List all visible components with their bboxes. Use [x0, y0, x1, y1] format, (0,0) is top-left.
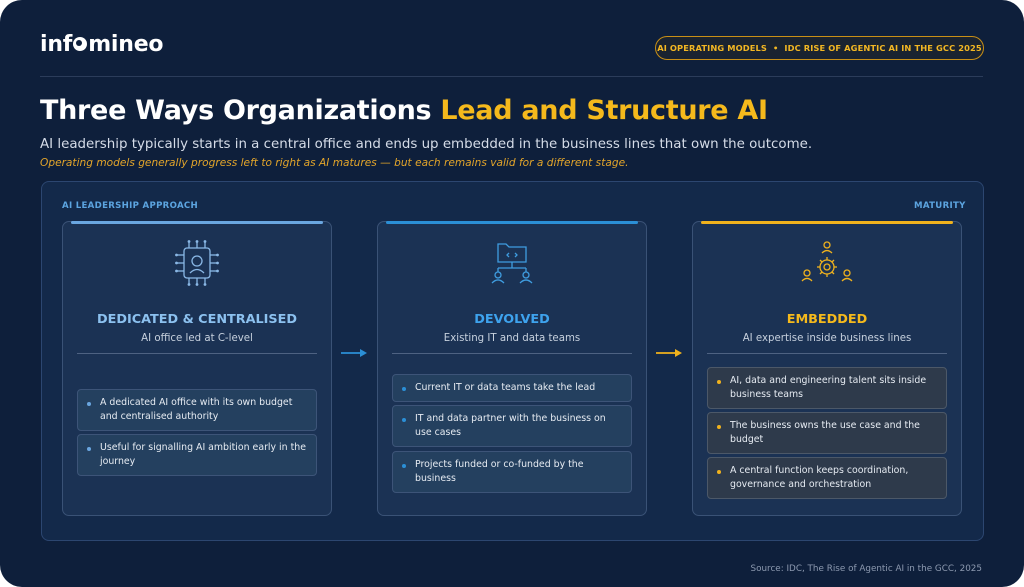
chip-person-icon — [175, 240, 219, 286]
bullet-icon — [87, 447, 91, 451]
card-list-item: Current IT or data teams take the lead — [392, 374, 632, 402]
maturity-label: MATURITY — [914, 201, 966, 211]
card-divider — [77, 353, 317, 354]
folder-network-icon — [491, 243, 533, 284]
card-accent-bar — [71, 221, 323, 224]
card-subtitle: Existing IT and data teams — [443, 333, 581, 344]
item-text: AI, data and engineering talent sits ins… — [730, 375, 927, 400]
arrow-right-icon — [341, 349, 367, 357]
card-list-item: AI, data and engineering talent sits ins… — [707, 367, 947, 409]
item-text: A central function keeps coordination, g… — [730, 465, 909, 490]
bullet-icon — [402, 387, 406, 391]
bullet-icon — [717, 425, 721, 429]
title-main: Three Ways Organizations — [40, 95, 441, 126]
card-list-item: Useful for signalling AI ambition early … — [77, 434, 317, 476]
card-list-item: IT and data partner with the business on… — [392, 405, 632, 447]
card-list-item: A central function keeps coordination, g… — [707, 457, 947, 499]
card-title: DEVOLVED — [474, 312, 550, 327]
logo-globe-icon — [73, 37, 88, 51]
bullet-icon — [402, 464, 406, 468]
item-text: Projects funded or co-funded by the busi… — [415, 459, 584, 484]
bullet-icon — [87, 402, 91, 406]
bullet-icon — [402, 418, 406, 422]
card-subtitle: AI expertise inside business lines — [742, 333, 912, 344]
item-text: Useful for signalling AI ambition early … — [100, 442, 306, 467]
gear-people-icon — [801, 241, 853, 282]
bullet-icon — [717, 380, 721, 384]
card-dedicated-centralised: DEDICATED & CENTRALISED AI office led at… — [62, 221, 332, 516]
leadership-approach-label: AI LEADERSHIP APPROACH — [62, 201, 199, 211]
header-divider — [40, 76, 983, 77]
card-embedded: EMBEDDED AI expertise inside business li… — [692, 221, 962, 516]
infomineo-logo: inf mineo — [40, 32, 164, 57]
card-divider — [707, 353, 947, 354]
page-subtitle: AI leadership typically starts in a cent… — [40, 137, 813, 152]
card-list-item: A dedicated AI office with its own budge… — [77, 389, 317, 431]
title-highlight: Lead and Structure AI — [440, 95, 768, 126]
card-title: DEDICATED & CENTRALISED — [96, 312, 298, 327]
badge-report: IDC RISE OF AGENTIC AI IN THE GCC 2025 — [784, 43, 982, 53]
card-title: EMBEDDED — [786, 312, 868, 327]
arrow-right-icon — [656, 349, 682, 357]
item-text: Current IT or data teams take the lead — [415, 382, 596, 393]
badge-separator: • — [772, 43, 779, 53]
item-text: A dedicated AI office with its own budge… — [100, 397, 293, 422]
report-badge: AI OPERATING MODELS • IDC RISE OF AGENTIC … — [655, 36, 984, 60]
card-accent-bar — [701, 221, 953, 224]
card-list-item: Projects funded or co-funded by the busi… — [392, 451, 632, 493]
source-note: Source: IDC, The Rise of Agentic AI in t… — [750, 564, 982, 574]
bullet-icon — [717, 470, 721, 474]
card-devolved: DEVOLVED Existing IT and data teams Curr… — [377, 221, 647, 516]
card-list-item: The business owns the use case and the b… — [707, 412, 947, 454]
item-text: IT and data partner with the business on… — [415, 413, 606, 438]
card-subtitle: AI office led at C-level — [141, 333, 253, 344]
badge-topic: AI OPERATING MODELS — [657, 43, 767, 53]
page-title: Three Ways Organizations Lead and Struct… — [40, 95, 768, 126]
logo-text-end: mineo — [88, 32, 164, 57]
page-note: Operating models generally progress left… — [40, 157, 629, 169]
card-accent-bar — [386, 221, 638, 224]
item-text: The business owns the use case and the b… — [730, 420, 920, 445]
card-divider — [392, 353, 632, 354]
logo-text-start: inf — [40, 32, 73, 57]
